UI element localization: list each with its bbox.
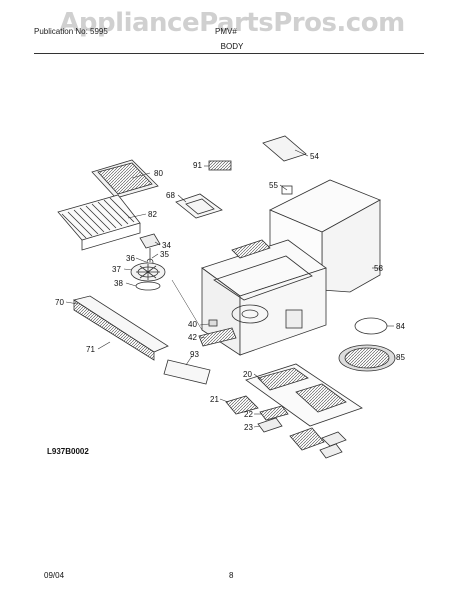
callout-42: 42 xyxy=(188,333,197,342)
callout-84: 84 xyxy=(396,322,405,331)
callout-40: 40 xyxy=(188,320,197,329)
callout-68: 68 xyxy=(166,191,175,200)
callout-71: 71 xyxy=(86,345,95,354)
figure-code: L937B0002 xyxy=(47,447,89,456)
callout-80: 80 xyxy=(154,169,163,178)
part-grille-filter xyxy=(91,159,159,199)
publication-number: Publication No: 5995 xyxy=(34,27,108,36)
callout-36: 36 xyxy=(126,254,135,263)
callout-38: 38 xyxy=(114,279,123,288)
page-number: 8 xyxy=(229,571,234,580)
footer-date: 09/04 xyxy=(44,571,65,580)
header-rule xyxy=(34,53,424,54)
model-number: PMV# xyxy=(215,27,237,36)
callout-35: 35 xyxy=(160,250,169,259)
part-22 xyxy=(259,405,289,421)
part-filter-c xyxy=(319,443,343,459)
part-control-panel xyxy=(73,295,169,361)
callout-58: 58 xyxy=(374,264,383,273)
part-turntable xyxy=(338,344,396,372)
part-damper xyxy=(175,193,223,219)
part-roller-ring xyxy=(354,317,388,335)
part-42 xyxy=(198,327,237,347)
part-base xyxy=(245,363,363,427)
callout-37: 37 xyxy=(112,265,121,274)
part-23 xyxy=(257,417,283,433)
callout-34: 34 xyxy=(162,241,171,250)
part-filter-b xyxy=(321,431,347,447)
callout-82: 82 xyxy=(148,210,157,219)
part-vent xyxy=(208,160,232,171)
callout-23: 23 xyxy=(244,423,253,432)
part-rack xyxy=(57,194,141,251)
section-title: BODY xyxy=(220,42,244,51)
part-fan xyxy=(130,262,166,291)
callout-20: 20 xyxy=(243,370,252,379)
callout-21: 21 xyxy=(210,395,219,404)
part-motor-assembly xyxy=(139,233,161,266)
callout-55: 55 xyxy=(269,181,278,190)
callout-85: 85 xyxy=(396,353,405,362)
part-21 xyxy=(225,395,259,415)
part-top-plate xyxy=(262,135,307,162)
part-label xyxy=(163,359,211,385)
callout-91: 91 xyxy=(193,161,202,170)
part-filter-a xyxy=(289,427,325,451)
callout-93: 93 xyxy=(190,350,199,359)
callout-22: 22 xyxy=(244,410,253,419)
watermark-logo: AppliancePartsPros.com xyxy=(59,8,405,38)
part-40 xyxy=(208,319,218,327)
callout-70: 70 xyxy=(55,298,64,307)
callout-54: 54 xyxy=(310,152,319,161)
